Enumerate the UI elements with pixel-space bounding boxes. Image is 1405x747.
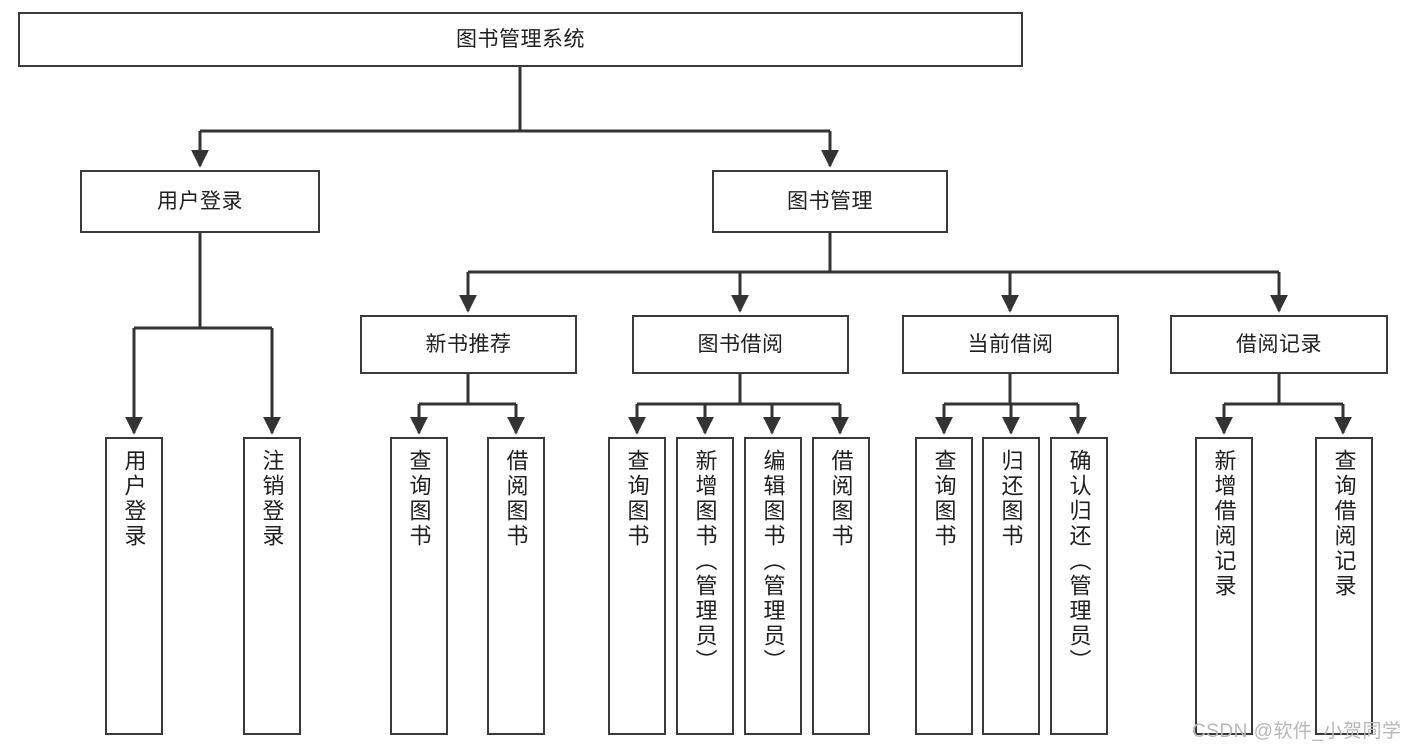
node-label: 新书推荐 <box>425 332 512 356</box>
leaf-user-login-login[interactable]: 用户登录 <box>105 437 163 735</box>
node-label: 注销登录 <box>259 449 285 549</box>
leaf-record-add-record[interactable]: 新增借阅记录 <box>1195 437 1253 735</box>
leaf-current-return-book[interactable]: 归还图书 <box>982 437 1040 735</box>
node-label: 确认归还（管理员） <box>1066 449 1092 674</box>
node-label: 查询图书 <box>624 449 650 549</box>
node-label: 用户登录 <box>157 189 243 213</box>
node-new-book-recommend[interactable]: 新书推荐 <box>360 315 577 374</box>
node-label: 图书管理系统 <box>456 27 585 51</box>
node-label: 借阅记录 <box>1236 332 1322 356</box>
node-label: 编辑图书（管理员） <box>760 449 786 674</box>
node-book-management[interactable]: 图书管理 <box>712 170 948 233</box>
leaf-borrow-query-book[interactable]: 查询图书 <box>608 437 666 735</box>
node-root-system[interactable]: 图书管理系统 <box>18 12 1023 67</box>
node-label: 图书管理 <box>787 189 873 213</box>
node-label: 新增图书（管理员） <box>692 449 718 674</box>
node-label: 借阅图书 <box>503 449 529 549</box>
node-label: 查询图书 <box>931 449 957 549</box>
node-book-borrow[interactable]: 图书借阅 <box>632 315 849 374</box>
leaf-record-query-record[interactable]: 查询借阅记录 <box>1315 437 1373 735</box>
node-user-login[interactable]: 用户登录 <box>80 170 320 233</box>
leaf-borrow-add-book[interactable]: 新增图书（管理员） <box>676 437 734 735</box>
node-label: 查询借阅记录 <box>1331 449 1357 599</box>
leaf-new-book-query[interactable]: 查询图书 <box>390 437 448 735</box>
node-label: 查询图书 <box>406 449 432 549</box>
node-label: 当前借阅 <box>967 332 1054 356</box>
leaf-user-login-logout[interactable]: 注销登录 <box>243 437 301 735</box>
node-label: 归还图书 <box>998 449 1024 549</box>
node-label: 新增借阅记录 <box>1211 449 1237 599</box>
node-label: 用户登录 <box>121 449 147 549</box>
node-label: 借阅图书 <box>828 449 854 549</box>
node-current-borrow[interactable]: 当前借阅 <box>902 315 1119 374</box>
leaf-current-query-book[interactable]: 查询图书 <box>915 437 973 735</box>
leaf-new-book-borrow[interactable]: 借阅图书 <box>487 437 545 735</box>
leaf-current-confirm-return[interactable]: 确认归还（管理员） <box>1050 437 1108 735</box>
leaf-borrow-edit-book[interactable]: 编辑图书（管理员） <box>744 437 802 735</box>
node-borrow-record[interactable]: 借阅记录 <box>1170 315 1388 374</box>
node-label: 图书借阅 <box>697 332 784 356</box>
leaf-borrow-borrow-book[interactable]: 借阅图书 <box>812 437 870 735</box>
